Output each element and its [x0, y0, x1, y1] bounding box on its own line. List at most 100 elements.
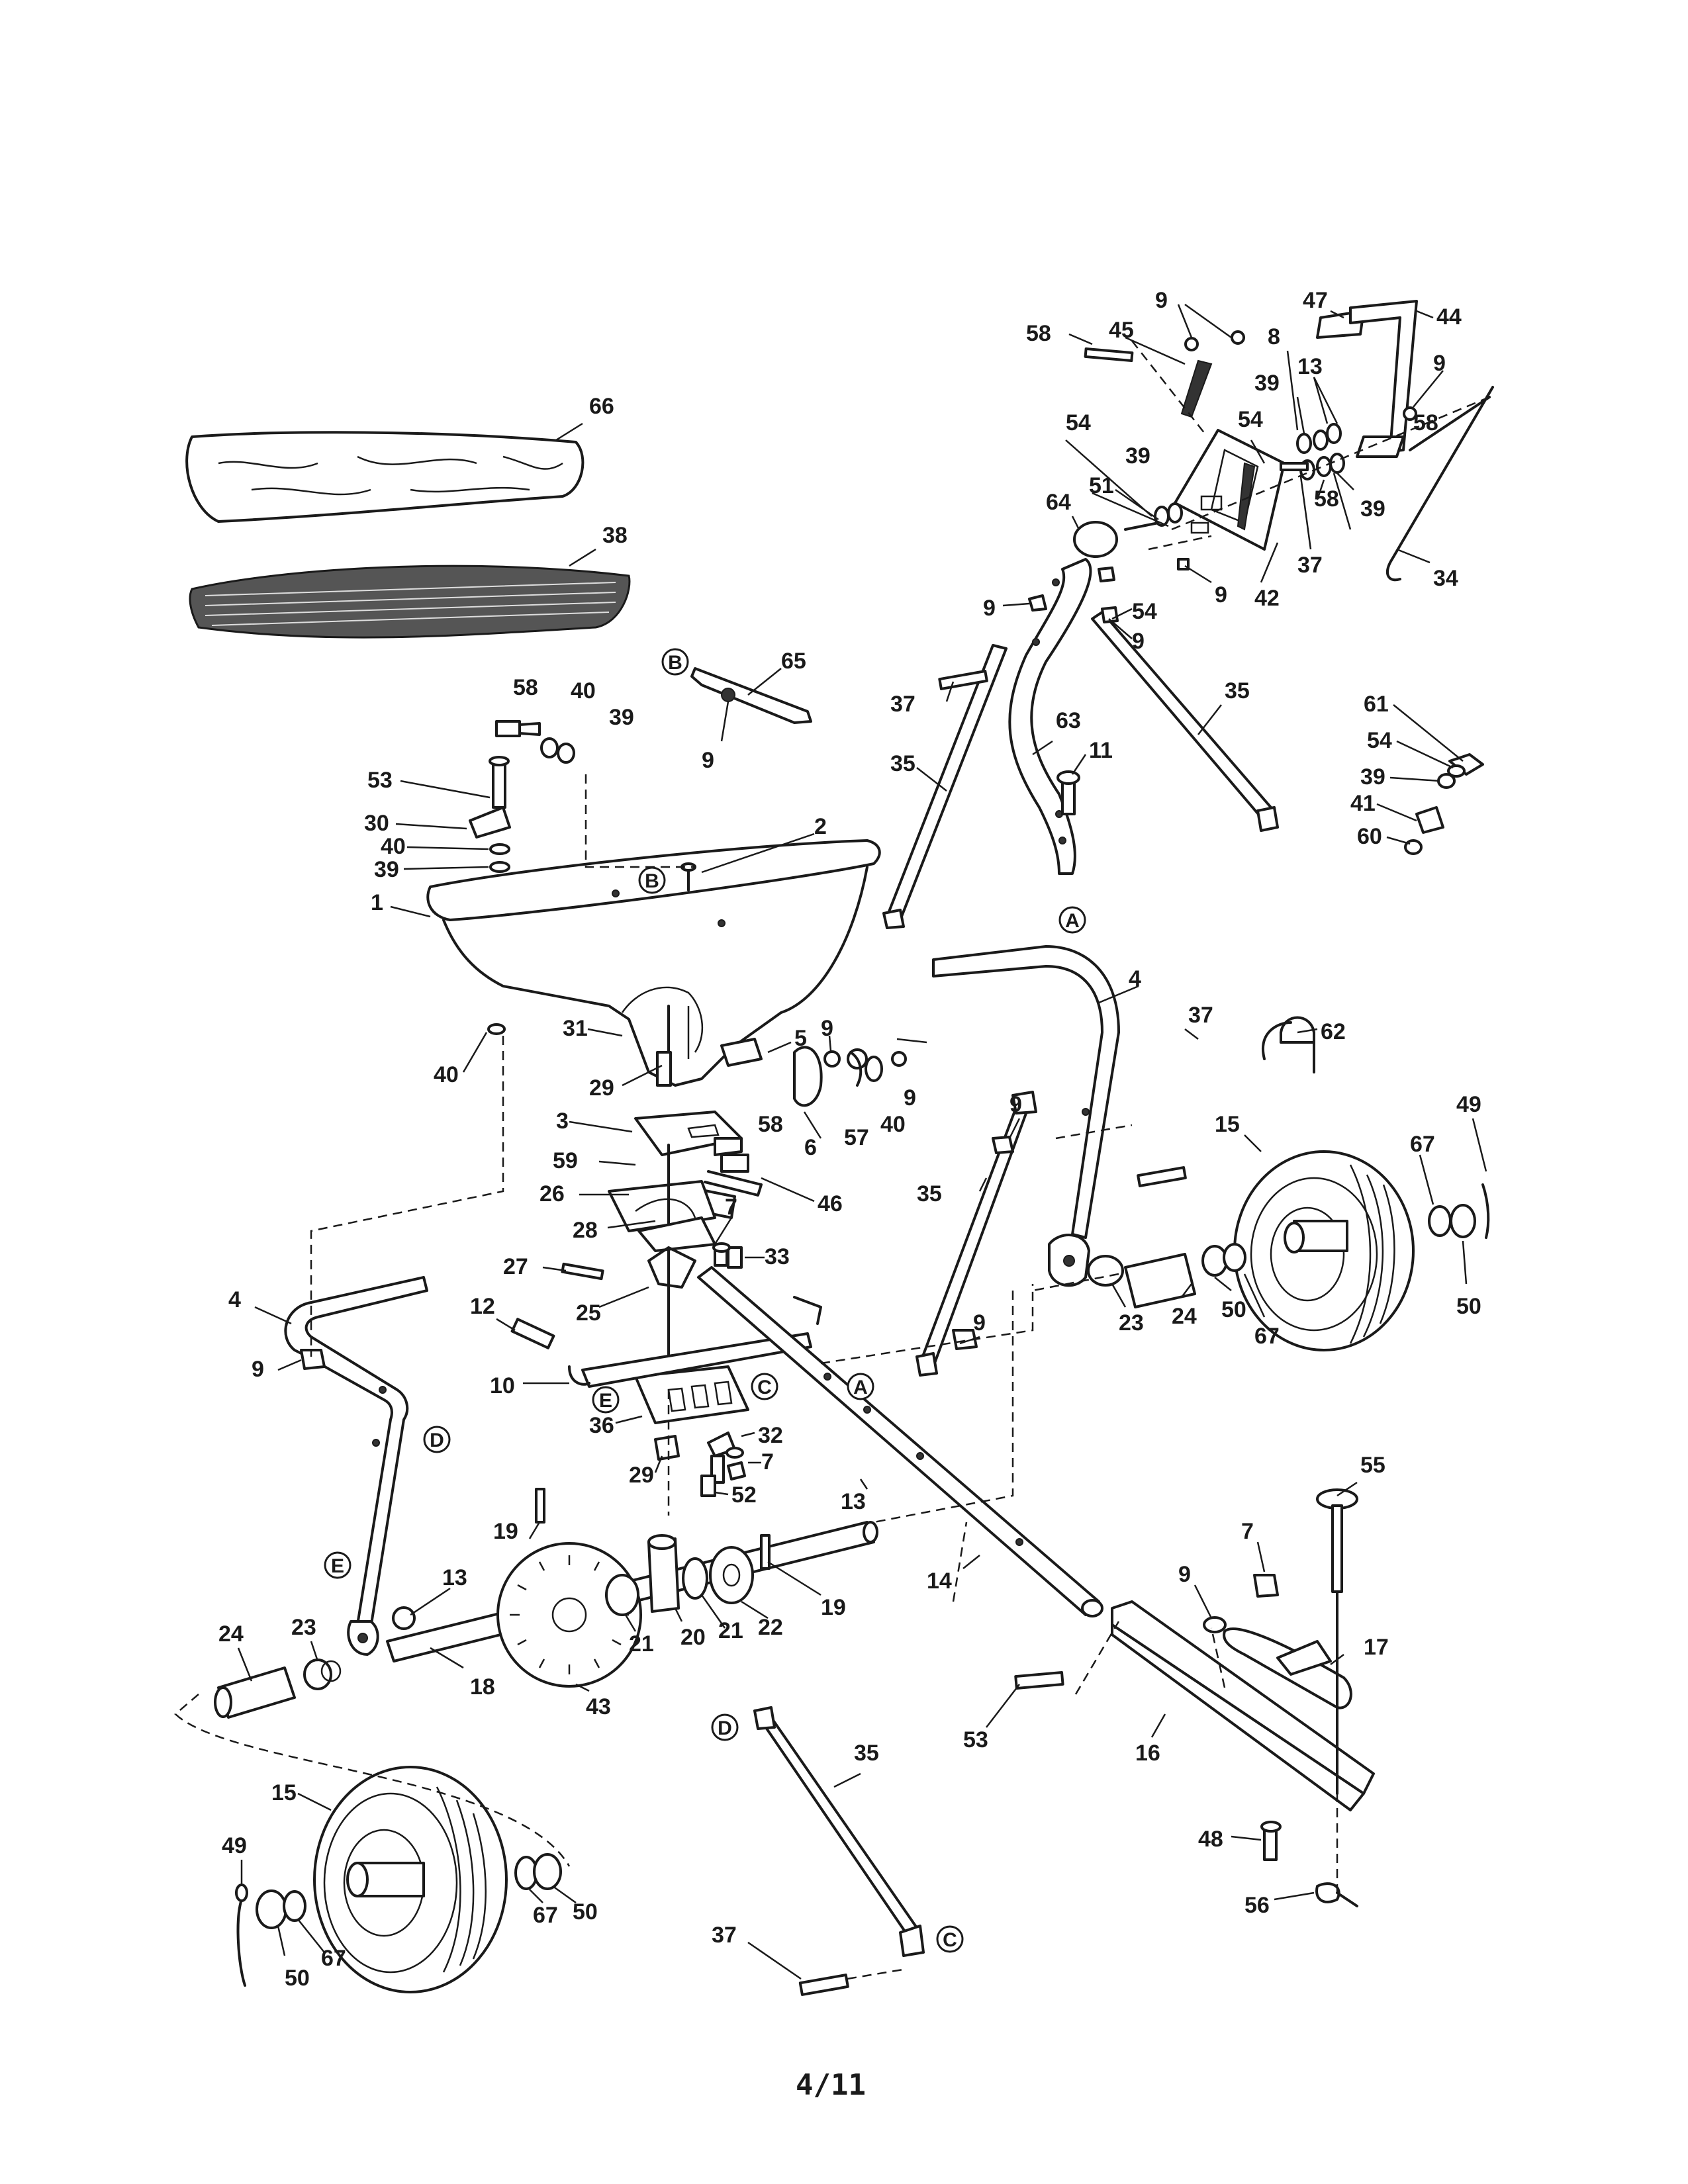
callout: 54	[1367, 728, 1392, 753]
callout: 40	[381, 834, 406, 859]
callout: 13	[442, 1565, 467, 1590]
part-nut-9-left	[300, 1349, 326, 1370]
callout: 9	[702, 748, 714, 773]
callout: 39	[1360, 764, 1385, 790]
part-tube-14	[697, 1266, 1103, 1617]
part-control-plate	[1084, 300, 1494, 582]
callout: 15	[271, 1780, 297, 1805]
callout: 43	[586, 1694, 611, 1719]
part-hardware-tl	[469, 720, 575, 1035]
callout: 9	[1132, 629, 1145, 654]
callout: 37	[712, 1923, 737, 1948]
callout: 36	[589, 1413, 614, 1438]
callout: 24	[1172, 1304, 1197, 1329]
part-upper-handle	[882, 521, 1279, 929]
assembly-lines	[174, 340, 1490, 1980]
callout: 34	[1433, 566, 1458, 591]
ref-c-brace: C	[936, 1925, 964, 1953]
svg-text:C: C	[943, 1929, 957, 1951]
callout: 35	[917, 1181, 942, 1206]
ref-c-tube: C	[751, 1373, 778, 1400]
svg-text:D: D	[430, 1430, 444, 1451]
callout: 66	[589, 394, 614, 419]
callout: 39	[1360, 496, 1385, 522]
callout: 53	[963, 1727, 988, 1752]
part-hardware-r	[1404, 753, 1484, 855]
ref-a-handle: A	[1058, 906, 1086, 934]
callout: 7	[761, 1449, 774, 1475]
callout: 45	[1109, 318, 1134, 343]
callout: 54	[1238, 407, 1263, 432]
callout: 9	[904, 1085, 916, 1111]
svg-text:B: B	[645, 870, 659, 892]
callout: 22	[758, 1615, 783, 1640]
callout: 9	[1155, 288, 1168, 313]
callout: 35	[1225, 678, 1250, 704]
callout: 7	[1241, 1519, 1254, 1544]
callout: 42	[1254, 586, 1280, 611]
part-brace-lower	[753, 1706, 925, 1996]
callout: 59	[553, 1148, 578, 1173]
callout: 35	[854, 1741, 879, 1766]
callout: 19	[493, 1519, 518, 1544]
callout: 40	[571, 678, 596, 704]
callout: 67	[1410, 1132, 1435, 1157]
callout: 39	[609, 705, 634, 730]
reference-markers: B B A A C C D D	[324, 648, 1086, 1953]
callout: 19	[821, 1595, 846, 1620]
callout: 58	[1026, 321, 1051, 346]
callout: 57	[844, 1125, 869, 1150]
callout: 37	[1297, 553, 1323, 578]
callout: 5	[794, 1026, 807, 1051]
callout: 58	[1413, 410, 1438, 435]
callout: 37	[890, 692, 915, 717]
svg-text:A: A	[1065, 910, 1080, 932]
callout: 9	[1433, 351, 1446, 376]
callout: 40	[434, 1062, 459, 1087]
callout: 18	[470, 1674, 495, 1700]
callout: 2	[814, 814, 827, 839]
callout: 29	[589, 1075, 614, 1101]
part-cover	[185, 431, 585, 523]
callout: 39	[374, 857, 399, 882]
part-gearbox	[561, 1005, 907, 1391]
callout: 58	[758, 1112, 783, 1137]
svg-text:A: A	[853, 1377, 868, 1398]
svg-text:C: C	[757, 1377, 772, 1398]
callout: 49	[1456, 1092, 1481, 1117]
callout: 11	[1089, 738, 1113, 763]
callout: 31	[563, 1016, 588, 1041]
callout: 9	[1178, 1562, 1191, 1587]
callout: 9	[821, 1016, 833, 1041]
callout: 1	[371, 890, 383, 915]
callout: 21	[629, 1631, 654, 1657]
part-wheel-left	[235, 1766, 562, 1993]
callout: 6	[804, 1135, 817, 1160]
callout: 48	[1198, 1827, 1223, 1852]
callout: 10	[490, 1373, 515, 1398]
callout: 16	[1135, 1741, 1160, 1766]
part-handle-right	[932, 945, 1187, 1287]
callout: 56	[1244, 1893, 1270, 1918]
callout: 60	[1357, 824, 1382, 849]
callout: 15	[1215, 1112, 1240, 1137]
page-number: 4/11	[796, 2068, 866, 2102]
callout: 8	[1268, 324, 1280, 349]
callout: 47	[1303, 288, 1328, 313]
callout: 53	[367, 768, 393, 793]
callout: 50	[573, 1899, 598, 1925]
callout: 54	[1132, 599, 1157, 624]
ref-e-bar: E	[592, 1386, 620, 1414]
callout: 39	[1254, 371, 1280, 396]
part-wheel-right	[1087, 1016, 1490, 1351]
ref-b-bracket: B	[661, 648, 689, 676]
callout: 25	[576, 1300, 601, 1326]
callout: 50	[285, 1966, 310, 1991]
callout: 37	[1188, 1003, 1213, 1028]
callout: 46	[818, 1191, 843, 1216]
callout: 61	[1364, 692, 1389, 717]
callout: 67	[533, 1903, 558, 1928]
callout: 62	[1321, 1019, 1346, 1044]
callout: 23	[1119, 1310, 1144, 1336]
